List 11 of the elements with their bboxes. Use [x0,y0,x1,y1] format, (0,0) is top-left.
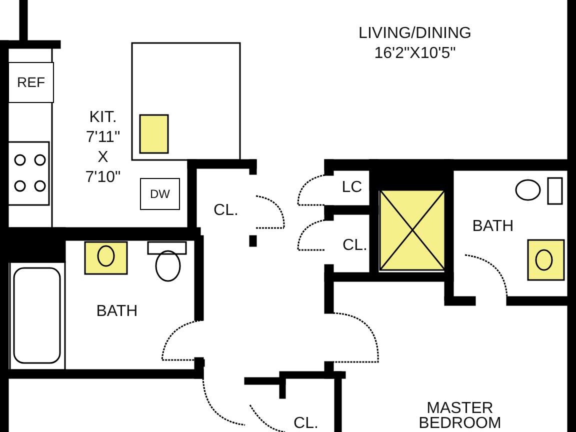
appliance-box: REF [8,62,54,103]
appliance-box: DW [140,178,180,210]
room-label: KIT. 7'11" X 7'10" [84,108,122,188]
room-label: CL. [212,201,240,221]
room-label: BATH [95,302,139,322]
room-label: LIVING/DINING 16'2"X10'5" [358,24,472,64]
room-label: CL. [292,414,320,432]
room-label: BATH [471,217,515,237]
room-label: LC [340,178,364,198]
room-label: MASTER BEDROOM [418,401,502,431]
room-label: CL. [342,236,368,256]
